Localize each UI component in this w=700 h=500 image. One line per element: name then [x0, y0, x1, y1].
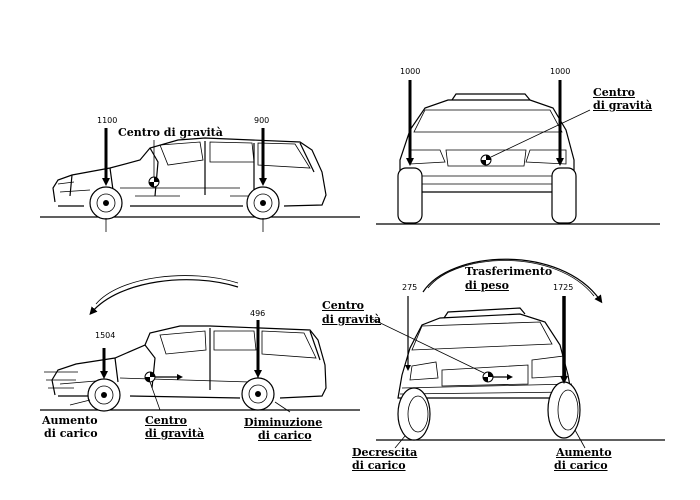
- right-wheel-load-static: 1000: [550, 67, 571, 76]
- load-decrease-cornering-line2: di carico: [352, 459, 406, 472]
- cg-label-braking-line1: Centro: [145, 414, 187, 427]
- left-wheel-load-cornering: 275: [402, 283, 418, 292]
- cg-label-front-static-line2: di gravità: [593, 99, 653, 112]
- right-wheel-load-cornering: 1725: [553, 283, 574, 292]
- load-increase-label-line2: di carico: [44, 427, 98, 440]
- load-increase-cornering-line1: Aumento: [556, 446, 612, 459]
- cg-label-cornering-line2: di gravità: [322, 313, 382, 326]
- side-braking-car: [40, 275, 360, 413]
- cg-label-cornering-line1: Centro: [322, 299, 364, 312]
- cg-label-side-static: Centro di gravità: [118, 126, 223, 139]
- side-static-car: [40, 128, 360, 232]
- left-wheel-load-static: 1000: [400, 67, 421, 76]
- rear-axle-load-braking: 496: [250, 309, 266, 318]
- front-static-car: [376, 80, 660, 225]
- front-axle-load-braking: 1504: [95, 331, 116, 340]
- load-decrease-label-line2: di carico: [258, 429, 312, 442]
- cg-label-braking-line2: di gravità: [145, 427, 205, 440]
- load-decrease-label-line1: Diminuzione: [244, 416, 323, 429]
- cg-label-front-static-line1: Centro: [593, 86, 635, 99]
- front-axle-load-static: 1100: [97, 116, 118, 125]
- weight-transfer-label-line2: di peso: [465, 279, 509, 292]
- load-increase-cornering-line2: di carico: [554, 459, 608, 472]
- load-decrease-cornering-line1: Decrescita: [352, 446, 418, 459]
- front-cornering-car: [369, 258, 665, 449]
- load-increase-label-line1: Aumento: [42, 414, 98, 427]
- rear-axle-load-static: 900: [254, 116, 270, 125]
- weight-transfer-label-line1: Trasferimento: [465, 265, 553, 278]
